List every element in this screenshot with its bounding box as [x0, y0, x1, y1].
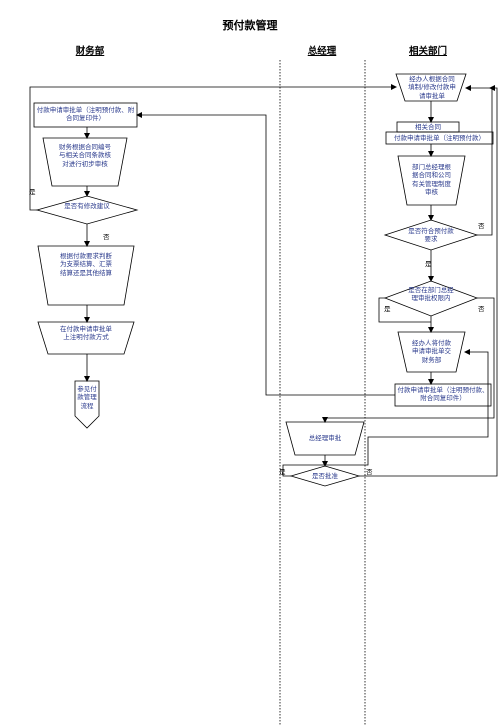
node-related-decision: 是否符合预付款要求 [408, 227, 454, 244]
lane-header-finance: 财务部 [75, 46, 105, 57]
label-limit-no: 否 [478, 305, 485, 313]
node-related-fill: 经办人根据合同填制/修改付款申请审批单 [408, 75, 456, 100]
node-fin-form: 付款申请审批单（注明预付款、附合同复印件） [36, 106, 135, 123]
node-related-form: 付款申请审批单（注明预付款） [394, 134, 485, 142]
node-gm-review: 总经理审批 [308, 434, 342, 442]
lane-header-gm: 总经理 [307, 46, 337, 57]
label-gm-yes: 是 [279, 468, 286, 476]
shape-fin-note [37, 321, 135, 355]
label-related-decision-no: 否 [478, 222, 485, 230]
node-fin-ref: 参见付款管理流程 [77, 385, 97, 410]
shape-fin-settle [37, 245, 135, 306]
node-related-docs: 付款申请审批单（注明预付款、附合同复印件） [397, 386, 489, 403]
shape-related-form [385, 131, 494, 145]
shape-fin-check [42, 137, 128, 187]
label-limit-yes: 是 [384, 305, 391, 313]
node-fin-decision: 是否有修改建议 [64, 202, 110, 210]
node-related-review: 部门总经理根据合同和公司有关管理制度审核 [412, 163, 451, 197]
lane-header-related: 相关部门 [408, 46, 447, 57]
node-related-contract: 相关合同 [415, 123, 441, 131]
shape-related-review [397, 155, 466, 206]
node-fin-settle: 根据付款要求判断为支票结算、汇票结算还是其他结算 [60, 252, 112, 277]
label-gm-no: 否 [366, 468, 373, 476]
shape-gm-review [285, 421, 365, 456]
shape-related-submit [397, 331, 466, 373]
label-related-decision-yes: 是 [425, 260, 432, 268]
node-fin-check: 财务根据合同编号与相关合同条款核对进行初步审核 [59, 143, 111, 168]
node-fin-note: 在付款申请审批单上注明付款方式 [60, 325, 112, 342]
label-fin-decision-no: 否 [103, 233, 110, 241]
shape-related-fill [395, 73, 467, 102]
node-gm-decision: 是否批准 [312, 472, 338, 480]
node-related-limit: 是否在部门总经理审批权限内 [408, 286, 454, 303]
label-fin-decision-yes: 是 [29, 188, 36, 196]
node-related-submit: 经办人将付款申请审批单交财务部 [412, 339, 451, 364]
shape-gm-decision [289, 465, 361, 487]
shape-fin-ref [74, 380, 100, 429]
page-title: 预付款管理 [222, 19, 278, 32]
